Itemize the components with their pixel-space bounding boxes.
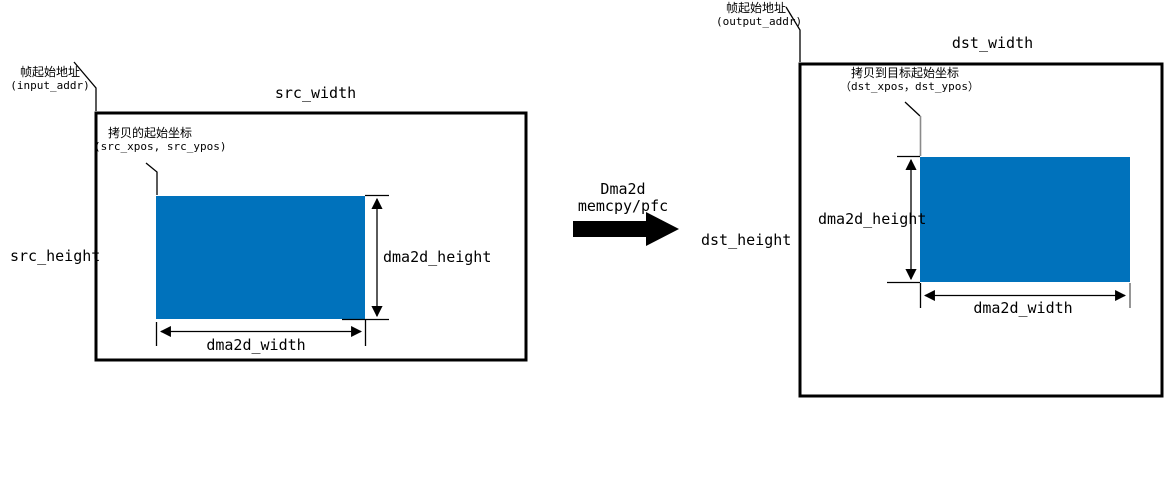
dst-height-label: dst_height xyxy=(701,231,792,249)
dst-copy-region xyxy=(920,157,1130,282)
dst-frame-addr-label: 帧起始地址 (output_addr) xyxy=(716,1,803,28)
src-width-measure xyxy=(155,320,367,346)
dst-frame-rect xyxy=(798,62,1164,398)
dst-width-measure xyxy=(919,283,1131,308)
src-height-measure xyxy=(342,194,389,321)
memcpy-arrow-caption: Dma2d memcpy/pfc xyxy=(577,180,669,216)
src-region-width-label: dma2d_width xyxy=(206,336,306,354)
dst-region-height-label: dma2d_height xyxy=(818,210,927,228)
src-frame-rect xyxy=(94,111,528,362)
src-frame-addr-label: 帧起始地址 (input_addr) xyxy=(10,65,90,92)
src-frame-addr-leader xyxy=(73,61,97,111)
dst-frame-addr-leader xyxy=(785,6,801,62)
src-height-label: src_height xyxy=(10,247,101,265)
dst-height-measure xyxy=(887,155,920,284)
dst-copy-origin-label: 拷贝到目标起始坐标 （dst_xpos，dst_ypos） xyxy=(840,66,979,93)
src-width-label: src_width xyxy=(274,84,357,102)
dst-region-width-label: dma2d_width xyxy=(973,299,1073,317)
dst-width-label: dst_width xyxy=(951,34,1034,52)
src-copy-origin-leader xyxy=(145,162,158,195)
src-region-height-label: dma2d_height xyxy=(383,248,492,266)
src-copy-region xyxy=(156,196,365,319)
dst-copy-origin-leader xyxy=(904,101,921,117)
memcpy-arrow-icon xyxy=(573,212,679,246)
src-copy-origin-label: 拷贝的起始坐标 (src_xpos, src_ypos) xyxy=(94,126,227,153)
